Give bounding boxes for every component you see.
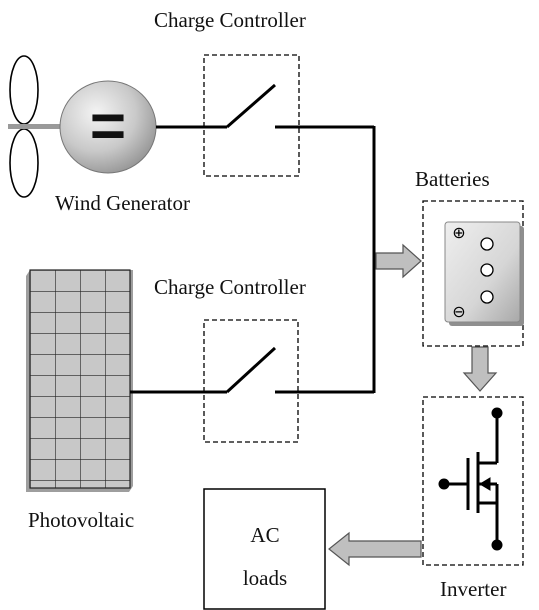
igbt-emitter-node <box>491 539 503 551</box>
inverter-box <box>422 396 524 566</box>
igbt-transistor-icon <box>438 407 503 551</box>
switch-top-blade <box>226 83 276 129</box>
igbt-arrow <box>479 477 491 491</box>
charge-controller-bottom-box <box>203 319 299 443</box>
solar-panel-icon <box>26 269 133 492</box>
turbine-blade-top <box>9 55 39 125</box>
pv-panel-face <box>29 269 131 489</box>
turbine-shaft <box>8 124 64 129</box>
battery-negative-terminal: ⊖ <box>452 302 465 321</box>
arrow-icon <box>462 346 498 392</box>
wind-generator: = <box>8 55 157 198</box>
switch-icon <box>130 346 374 394</box>
ac-loads-label-line1: AC <box>250 523 279 547</box>
arrow-icon <box>328 531 422 567</box>
igbt-gate-node <box>438 478 450 490</box>
ac-loads-label-line2: loads <box>243 566 287 590</box>
battery-cell <box>480 237 494 251</box>
batteries-label: Batteries <box>415 167 490 191</box>
switch-icon <box>156 83 374 129</box>
charge-controller-bottom-label: Charge Controller <box>154 275 306 299</box>
charge-controller-top-box <box>203 54 300 177</box>
turbine-blade-bottom <box>9 128 39 198</box>
generator-symbol: = <box>90 92 126 161</box>
battery-icon: ⊕ ⊖ <box>444 221 524 326</box>
wind-turbine-icon: = <box>8 55 157 198</box>
battery-positive-terminal: ⊕ <box>452 223 465 242</box>
battery-cell <box>480 290 494 304</box>
ac-loads-box <box>203 488 326 610</box>
charge-controller-top-label: Charge Controller <box>154 8 306 32</box>
wind-generator-label: Wind Generator <box>55 191 190 215</box>
igbt-collector-node <box>491 407 503 419</box>
arrow-icon <box>375 243 422 279</box>
battery-cell <box>480 263 494 277</box>
switch-bottom-blade <box>225 346 277 394</box>
photovoltaic-label: Photovoltaic <box>28 508 134 532</box>
inverter-label: Inverter <box>440 577 506 601</box>
